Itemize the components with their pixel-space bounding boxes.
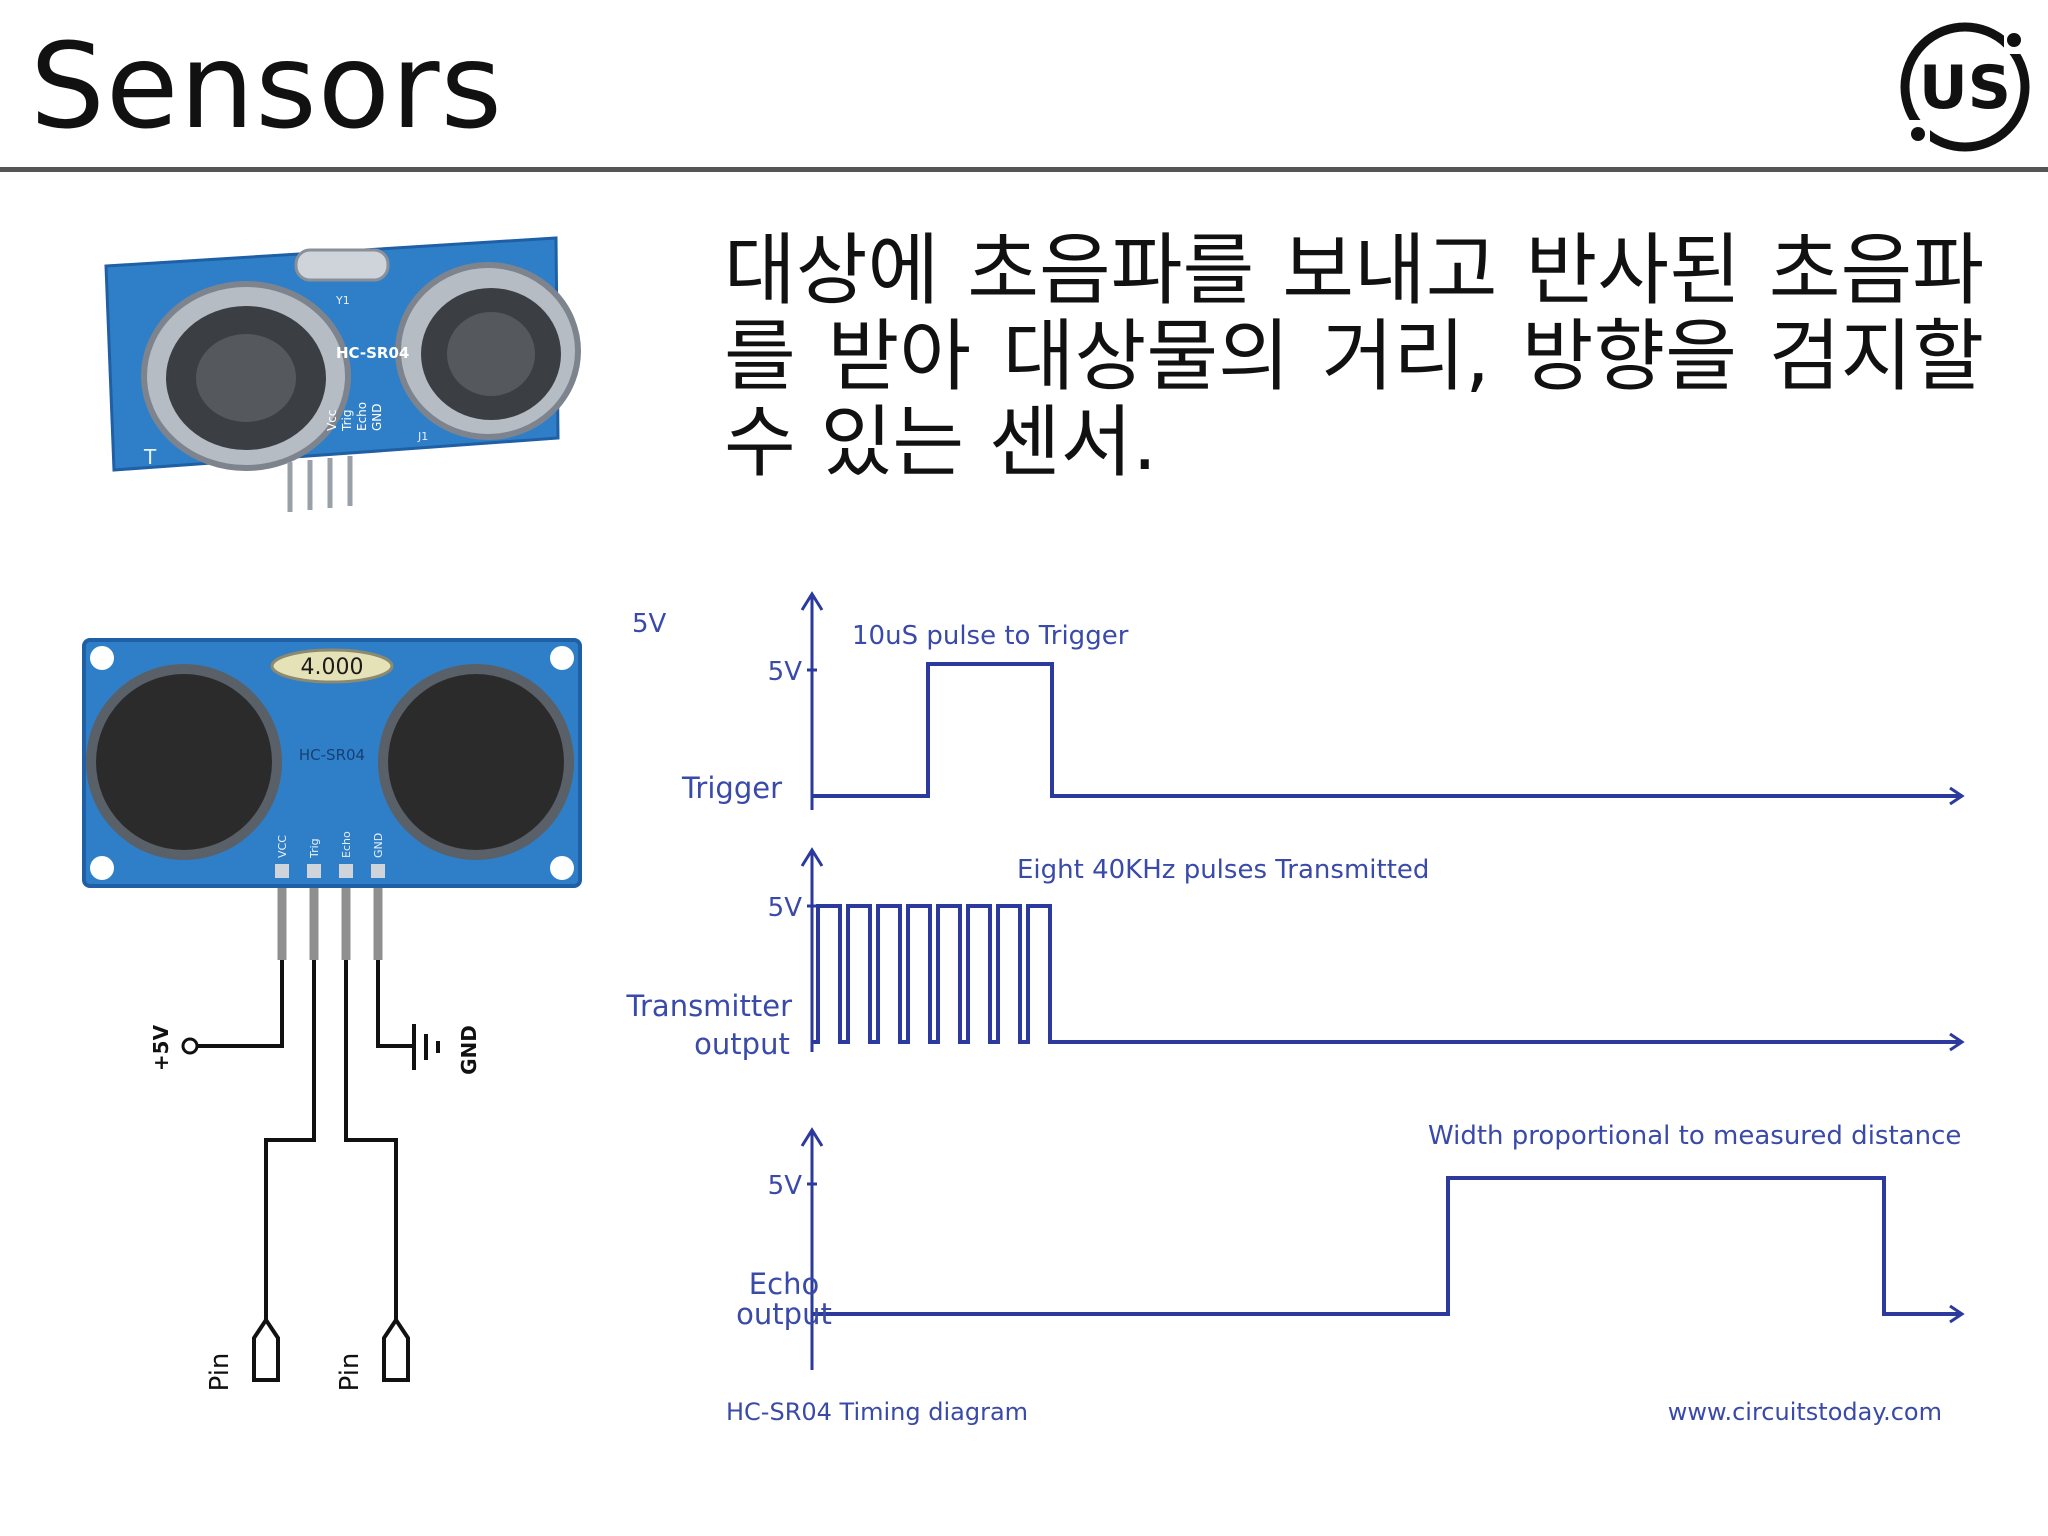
right-transducer — [395, 262, 581, 440]
trigger-label: Trigger — [681, 771, 782, 805]
right-transducer — [388, 674, 564, 850]
mounting-holes — [90, 646, 574, 880]
pin-label-gnd: GND — [372, 833, 385, 858]
left-transducer — [96, 674, 272, 850]
ground-label: GND — [457, 1025, 481, 1075]
left-transducer — [141, 281, 351, 471]
echo-label-line2: output — [736, 1297, 832, 1331]
page-title: Sensors — [30, 17, 503, 155]
transmitter-label-line1: Transmitter — [626, 989, 793, 1023]
source-credit: www.circuitstoday.com — [1668, 1398, 1942, 1426]
transmitter-5v-label: 5V — [768, 893, 803, 923]
echo-note: Width proportional to measured distance — [1428, 1121, 1961, 1151]
logo-ring — [1900, 22, 2030, 152]
trigger-signal — [812, 662, 1962, 798]
trig-label: Trig — [340, 410, 354, 432]
trigger-channel: 5V Trigger 10uS pulse to Trigger — [681, 591, 1965, 810]
transmitter-note: Eight 40KHz pulses Transmitted — [1017, 855, 1429, 885]
sensor-description: 대상에 초음파를 보내고 반사된 초음파를 받아 대상물의 거리, 방향을 검지… — [724, 226, 1984, 488]
header-pins — [277, 888, 383, 960]
echo-label-line1: Echo — [749, 1267, 819, 1301]
echo-signal — [812, 1176, 1962, 1316]
timing-caption: HC-SR04 Timing diagram — [726, 1398, 1028, 1426]
pin-label-trig: Trig — [308, 838, 321, 859]
model-label: HC-SR04 — [336, 344, 409, 362]
j1-label: J1 — [417, 430, 428, 443]
echo-axes — [800, 1127, 1965, 1370]
corner-5v-label: 5V — [632, 609, 667, 639]
wires — [198, 960, 412, 1320]
vcc-label: Vcc — [325, 410, 339, 431]
pin-pads — [275, 864, 385, 878]
pin-label-vcc: VCC — [276, 835, 289, 858]
echo-label: Echo — [355, 402, 369, 431]
probe-pins — [252, 1316, 410, 1382]
display-value: 4.000 — [301, 655, 364, 680]
ground-symbol-icon — [412, 1024, 440, 1070]
echo-5v-label: 5V — [768, 1171, 803, 1201]
trigger-5v-label: 5V — [768, 657, 803, 687]
logo-text: US — [1919, 53, 2011, 123]
crystal-oscillator — [294, 248, 390, 282]
supply-label: +5V — [149, 1024, 173, 1071]
gnd-label: GND — [370, 403, 384, 431]
supply-terminal — [181, 1037, 199, 1055]
y1-label: Y1 — [335, 294, 350, 307]
header-pins — [287, 456, 353, 512]
board-model-label: HC-SR04 — [299, 746, 365, 764]
wiring-diagram: 4.000 HC-SR04 VCC Trig Echo GND +5V GND … — [82, 638, 582, 1392]
echo-channel: 5V Echo output Width proportional to mea… — [736, 1121, 1965, 1370]
display-window — [270, 648, 394, 684]
t-label: T — [143, 445, 157, 469]
title-divider — [0, 167, 2048, 172]
transmitter-label-line2: output — [694, 1027, 790, 1061]
transmitter-signal — [812, 904, 1962, 1044]
sensor-module-photo: Y1 T J1 HC-SR04 Vcc Trig Echo GND — [96, 226, 616, 526]
trigger-note: 10uS pulse to Trigger — [852, 621, 1129, 651]
pin-left-label: Pin — [205, 1353, 235, 1392]
timing-diagram: 5V 5V Trigger 10uS pulse to Trigger 5V T… — [626, 591, 1965, 1426]
transmitter-channel: 5V Transmitter output Eight 40KHz pulses… — [626, 847, 1965, 1061]
transmitter-signal-highlight — [820, 908, 1048, 1039]
us-logo: US — [1896, 22, 2034, 154]
pin-label-echo: Echo — [340, 831, 353, 858]
pin-right-label: Pin — [335, 1353, 365, 1392]
